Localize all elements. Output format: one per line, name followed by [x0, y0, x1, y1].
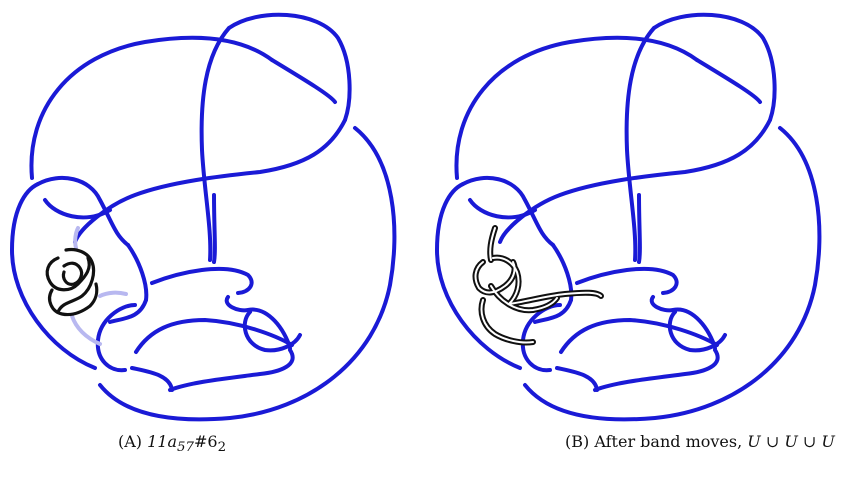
- knot-strand: [624, 26, 656, 262]
- knot-strand: [593, 348, 720, 392]
- caption-math-main: 11a: [147, 432, 178, 451]
- knot-strand: [637, 193, 642, 264]
- knot-strand: [435, 182, 522, 370]
- knot-strand: [468, 198, 537, 220]
- caption-sub-2: 2: [217, 440, 227, 456]
- caption-sub-1: 57: [177, 440, 195, 456]
- knot-strand: [29, 35, 274, 180]
- knot-diagram-b: [435, 12, 822, 422]
- knot-strand: [199, 26, 231, 262]
- knot-strand: [695, 58, 762, 104]
- band-path: [73, 226, 80, 250]
- caption-math-a: 11a57#62: [147, 432, 226, 455]
- small-knot: [48, 282, 99, 317]
- caption-b: (B) After band moves, U ∪ U ∪ U: [565, 432, 835, 451]
- knot-strand: [36, 175, 130, 247]
- knot-strand: [227, 12, 352, 122]
- knot-strand: [523, 126, 822, 422]
- band-path: [98, 290, 128, 298]
- knot-strand: [559, 318, 719, 354]
- knot-strand: [108, 298, 148, 324]
- knot-strand: [126, 243, 149, 302]
- knot-strand: [270, 58, 337, 104]
- caption-tag-b: (B): [565, 432, 590, 451]
- knot-strand: [454, 35, 699, 180]
- knot-strand: [212, 193, 217, 264]
- knot-strand: [649, 295, 717, 350]
- knot-diagram-a: [10, 12, 397, 422]
- knot-strand: [150, 266, 254, 295]
- knot-strand: [43, 198, 112, 220]
- band-path: [70, 314, 102, 346]
- small-knot: [61, 261, 84, 286]
- caption-tag-a: (A): [118, 432, 143, 451]
- knot-strand: [98, 126, 397, 422]
- knot-strand: [520, 303, 562, 373]
- caption-a: (A) 11a57#62: [118, 432, 226, 455]
- knot-strand: [667, 310, 727, 353]
- caption-math-b: U ∪ U ∪ U: [747, 432, 835, 451]
- knot-strand: [555, 366, 599, 392]
- knot-strand: [575, 266, 679, 295]
- knot-strand: [533, 298, 573, 324]
- caption-text-b: After band moves,: [594, 432, 743, 451]
- knot-strand: [224, 295, 292, 350]
- knot-strand: [134, 318, 294, 354]
- knot-strand: [95, 303, 137, 373]
- knot-strand: [461, 175, 555, 247]
- small-knot: [56, 247, 96, 314]
- knot-strand: [242, 310, 302, 353]
- caption-mid: #6: [194, 432, 218, 451]
- knot-strand: [168, 348, 295, 392]
- knot-strand: [130, 366, 174, 392]
- panel-a: [0, 0, 424, 430]
- panel-b: [425, 0, 849, 430]
- small-knot: [45, 256, 91, 292]
- knot-strand: [10, 182, 97, 370]
- knot-strand: [652, 12, 777, 122]
